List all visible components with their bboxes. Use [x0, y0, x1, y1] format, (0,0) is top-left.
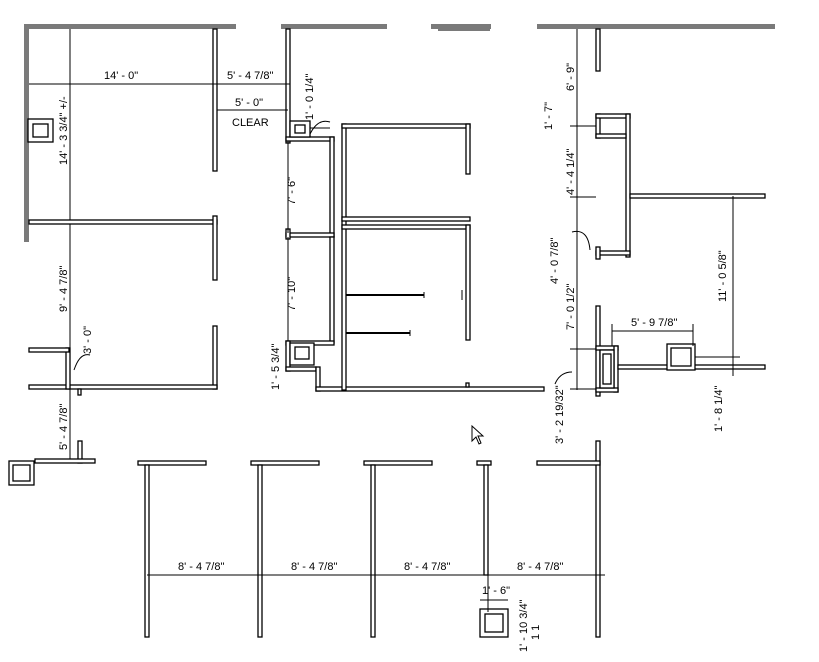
dimension-lines — [29, 29, 740, 612]
dim-top-width: 14' - 0" — [104, 70, 138, 82]
dim-right-small-2: 1' - 8 1/4" — [713, 386, 725, 432]
dim-mid-height: 7' - 6" — [286, 177, 298, 205]
dim-small-a: 1' - 0 1/4" — [304, 74, 316, 120]
plumbing-fixture-icon — [8, 118, 696, 638]
cursor-arrow-icon — [471, 424, 485, 445]
dim-corridor-width: 5' - 4 7/8" — [227, 70, 273, 82]
dimension-leaders — [73, 120, 591, 385]
dim-right-horizontal: 5' - 9 7/8" — [631, 317, 677, 329]
dim-nib: 3' - 0" — [82, 326, 94, 354]
dim-small-b: 1' - 5 3/4" — [270, 344, 282, 390]
dim-bay-3: 8' - 4 7/8" — [404, 561, 450, 573]
dim-bay-1: 8' - 4 7/8" — [178, 561, 224, 573]
dim-left-room-height: 9' - 4 7/8" — [58, 266, 70, 312]
dim-mid-height-2: 7' - 10" — [286, 277, 298, 311]
dim-bottom-ticks: 1 1 — [530, 625, 542, 640]
new-walls — [28, 28, 766, 638]
dim-right-bottom: 3' - 2 19/32" — [554, 385, 566, 444]
dim-right-small: 1' - 7" — [543, 102, 555, 130]
dim-right-mid-2: 4' - 0 7/8" — [549, 238, 561, 284]
dimension-labels: 14' - 0" 5' - 4 7/8" 5' - 0" CLEAR 14' -… — [58, 63, 729, 652]
dim-clear-label: CLEAR — [232, 117, 269, 129]
dim-bay-2: 8' - 4 7/8" — [291, 561, 337, 573]
dim-lower-left: 5' - 4 7/8" — [58, 404, 70, 450]
dim-right-top: 6' - 9" — [565, 63, 577, 91]
existing-walls — [24, 24, 775, 242]
dim-bay-4: 8' - 4 7/8" — [517, 561, 563, 573]
dim-bottom-small: 1' - 6" — [482, 585, 510, 597]
dim-right-mid: 4' - 4 1/4" — [565, 149, 577, 195]
dim-right-room: 11' - 0 5/8" — [717, 250, 729, 302]
dim-right-lower: 7' - 0 1/2" — [565, 284, 577, 330]
dim-left-height: 14' - 3 3/4" +/- — [58, 96, 70, 165]
dim-bottom-small-2: 1' - 10 3/4" — [518, 599, 530, 652]
dim-clear-width: 5' - 0" — [235, 97, 263, 109]
